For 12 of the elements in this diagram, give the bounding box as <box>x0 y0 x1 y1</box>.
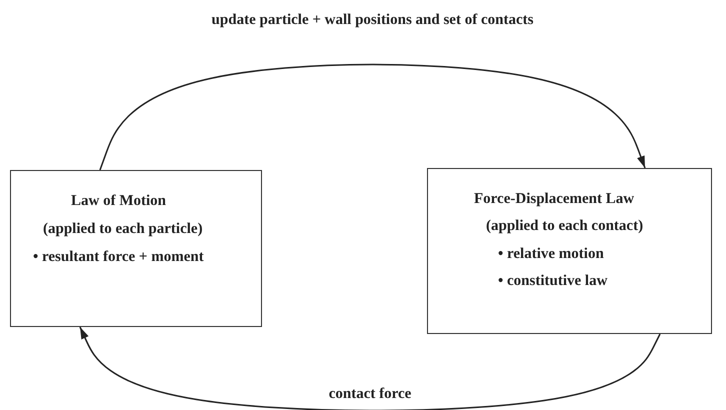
box-heading: Law of Motion <box>71 192 166 210</box>
box-heading: Force-Displacement Law <box>474 190 634 208</box>
box-text: • relative motion <box>498 245 604 263</box>
box-text: • resultant force + moment <box>33 248 204 266</box>
text-box <box>10 170 262 327</box>
box-text: • constitutive law <box>498 272 608 290</box>
curved-arrow <box>99 64 646 170</box>
text-box <box>427 168 712 334</box>
curved-arrow <box>79 326 661 410</box>
edge-label: update particle + wall positions and set of contacts <box>208 12 536 29</box>
box-text: (applied to each particle) <box>43 220 203 238</box>
box-text: (applied to each contact) <box>486 217 644 235</box>
